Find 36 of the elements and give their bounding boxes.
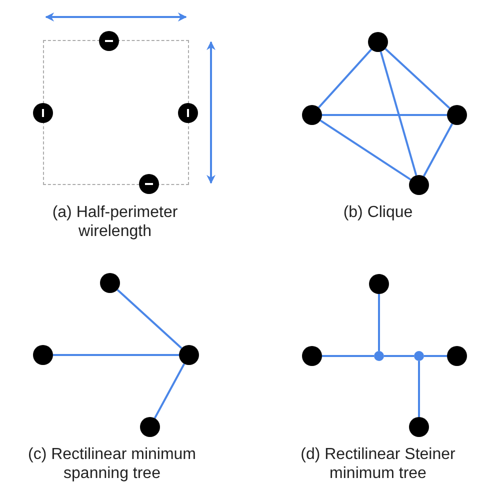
wire (116, 289, 182, 349)
terminal-dot (368, 32, 388, 52)
wire (154, 363, 186, 419)
terminal-dot (140, 417, 160, 437)
wire (318, 48, 372, 108)
caption: (b) Clique (343, 204, 413, 221)
pin-dot (99, 31, 119, 51)
pin-dot (178, 103, 198, 123)
terminal-dot (33, 345, 53, 365)
steiner-point (414, 351, 424, 361)
wire (322, 355, 374, 357)
wire (380, 51, 418, 176)
terminal-dot (302, 346, 322, 366)
wire (320, 120, 412, 180)
terminal-dot (447, 346, 467, 366)
terminal-dot (179, 345, 199, 365)
terminal-dot (447, 105, 467, 125)
terminal-dot (409, 175, 429, 195)
terminal-dot (302, 105, 322, 125)
caption: (d) Rectilinear Steiner minimum tree (300, 446, 456, 482)
caption: (c) Rectilinear minimum spanning tree (28, 446, 196, 482)
terminal-dot (369, 274, 389, 294)
steiner-point (374, 351, 384, 361)
wire (424, 355, 447, 357)
terminal-dot (100, 273, 120, 293)
terminal-dot (409, 417, 429, 437)
wire (384, 355, 414, 357)
pin-dot (33, 103, 53, 123)
wire (422, 123, 454, 177)
wire (418, 361, 420, 417)
wire (322, 114, 447, 116)
wire (53, 354, 179, 356)
wire (384, 48, 450, 109)
pin-dot (139, 174, 159, 194)
wire (378, 294, 380, 351)
caption: (a) Half-perimeter wirelength (52, 204, 178, 240)
